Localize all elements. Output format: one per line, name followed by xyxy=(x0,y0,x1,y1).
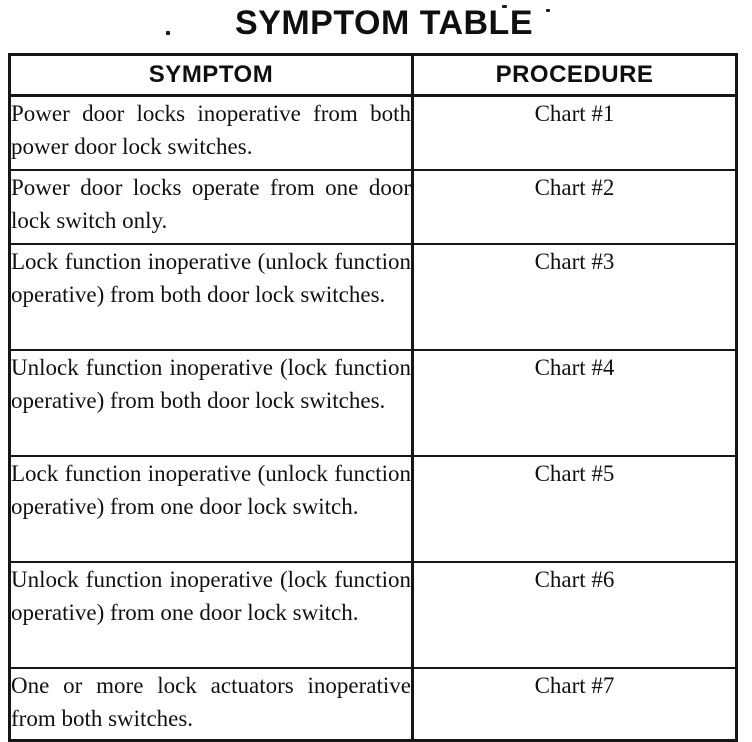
symptom-cell: One or more lock actuators inoperative f… xyxy=(8,667,414,742)
scan-speck xyxy=(502,5,507,8)
procedure-cell: Chart #6 xyxy=(411,561,738,669)
symptom-cell: Power door locks operate from one door l… xyxy=(8,169,414,245)
symptom-cell: Unlock function inoperative (lock functi… xyxy=(8,349,414,457)
procedure-column-header: PROCEDURE xyxy=(411,53,738,97)
table-row: Unlock function inoperative (lock functi… xyxy=(8,561,738,669)
table-row: Lock function inoperative (unlock functi… xyxy=(8,455,738,563)
symptom-cell: Unlock function inoperative (lock functi… xyxy=(8,561,414,669)
scan-speck xyxy=(166,31,170,35)
procedure-cell: Chart #5 xyxy=(411,455,738,563)
symptom-cell: Power door locks inoperative from both p… xyxy=(8,94,414,171)
table-row: One or more lock actuators inoperative f… xyxy=(8,667,738,742)
scan-speck xyxy=(546,9,550,12)
symptom-table: SYMPTOM PROCEDURE Power door locks inope… xyxy=(8,53,738,742)
table-header-row: SYMPTOM PROCEDURE xyxy=(8,53,738,97)
table-row: Lock function inoperative (unlock functi… xyxy=(8,243,738,351)
procedure-cell: Chart #7 xyxy=(411,667,738,742)
procedure-cell: Chart #4 xyxy=(411,349,738,457)
symptom-cell: Lock function inoperative (unlock functi… xyxy=(8,243,414,351)
procedure-cell: Chart #2 xyxy=(411,169,738,245)
symptom-cell: Lock function inoperative (unlock functi… xyxy=(8,455,414,563)
procedure-cell: Chart #3 xyxy=(411,243,738,351)
table-row: Power door locks operate from one door l… xyxy=(8,169,738,245)
symptom-column-header: SYMPTOM xyxy=(8,53,414,97)
page-title: SYMPTOM TABLE xyxy=(234,4,534,42)
table-row: Unlock function inoperative (lock functi… xyxy=(8,349,738,457)
procedure-cell: Chart #1 xyxy=(411,94,738,171)
table-row: Power door locks inoperative from both p… xyxy=(8,94,738,171)
